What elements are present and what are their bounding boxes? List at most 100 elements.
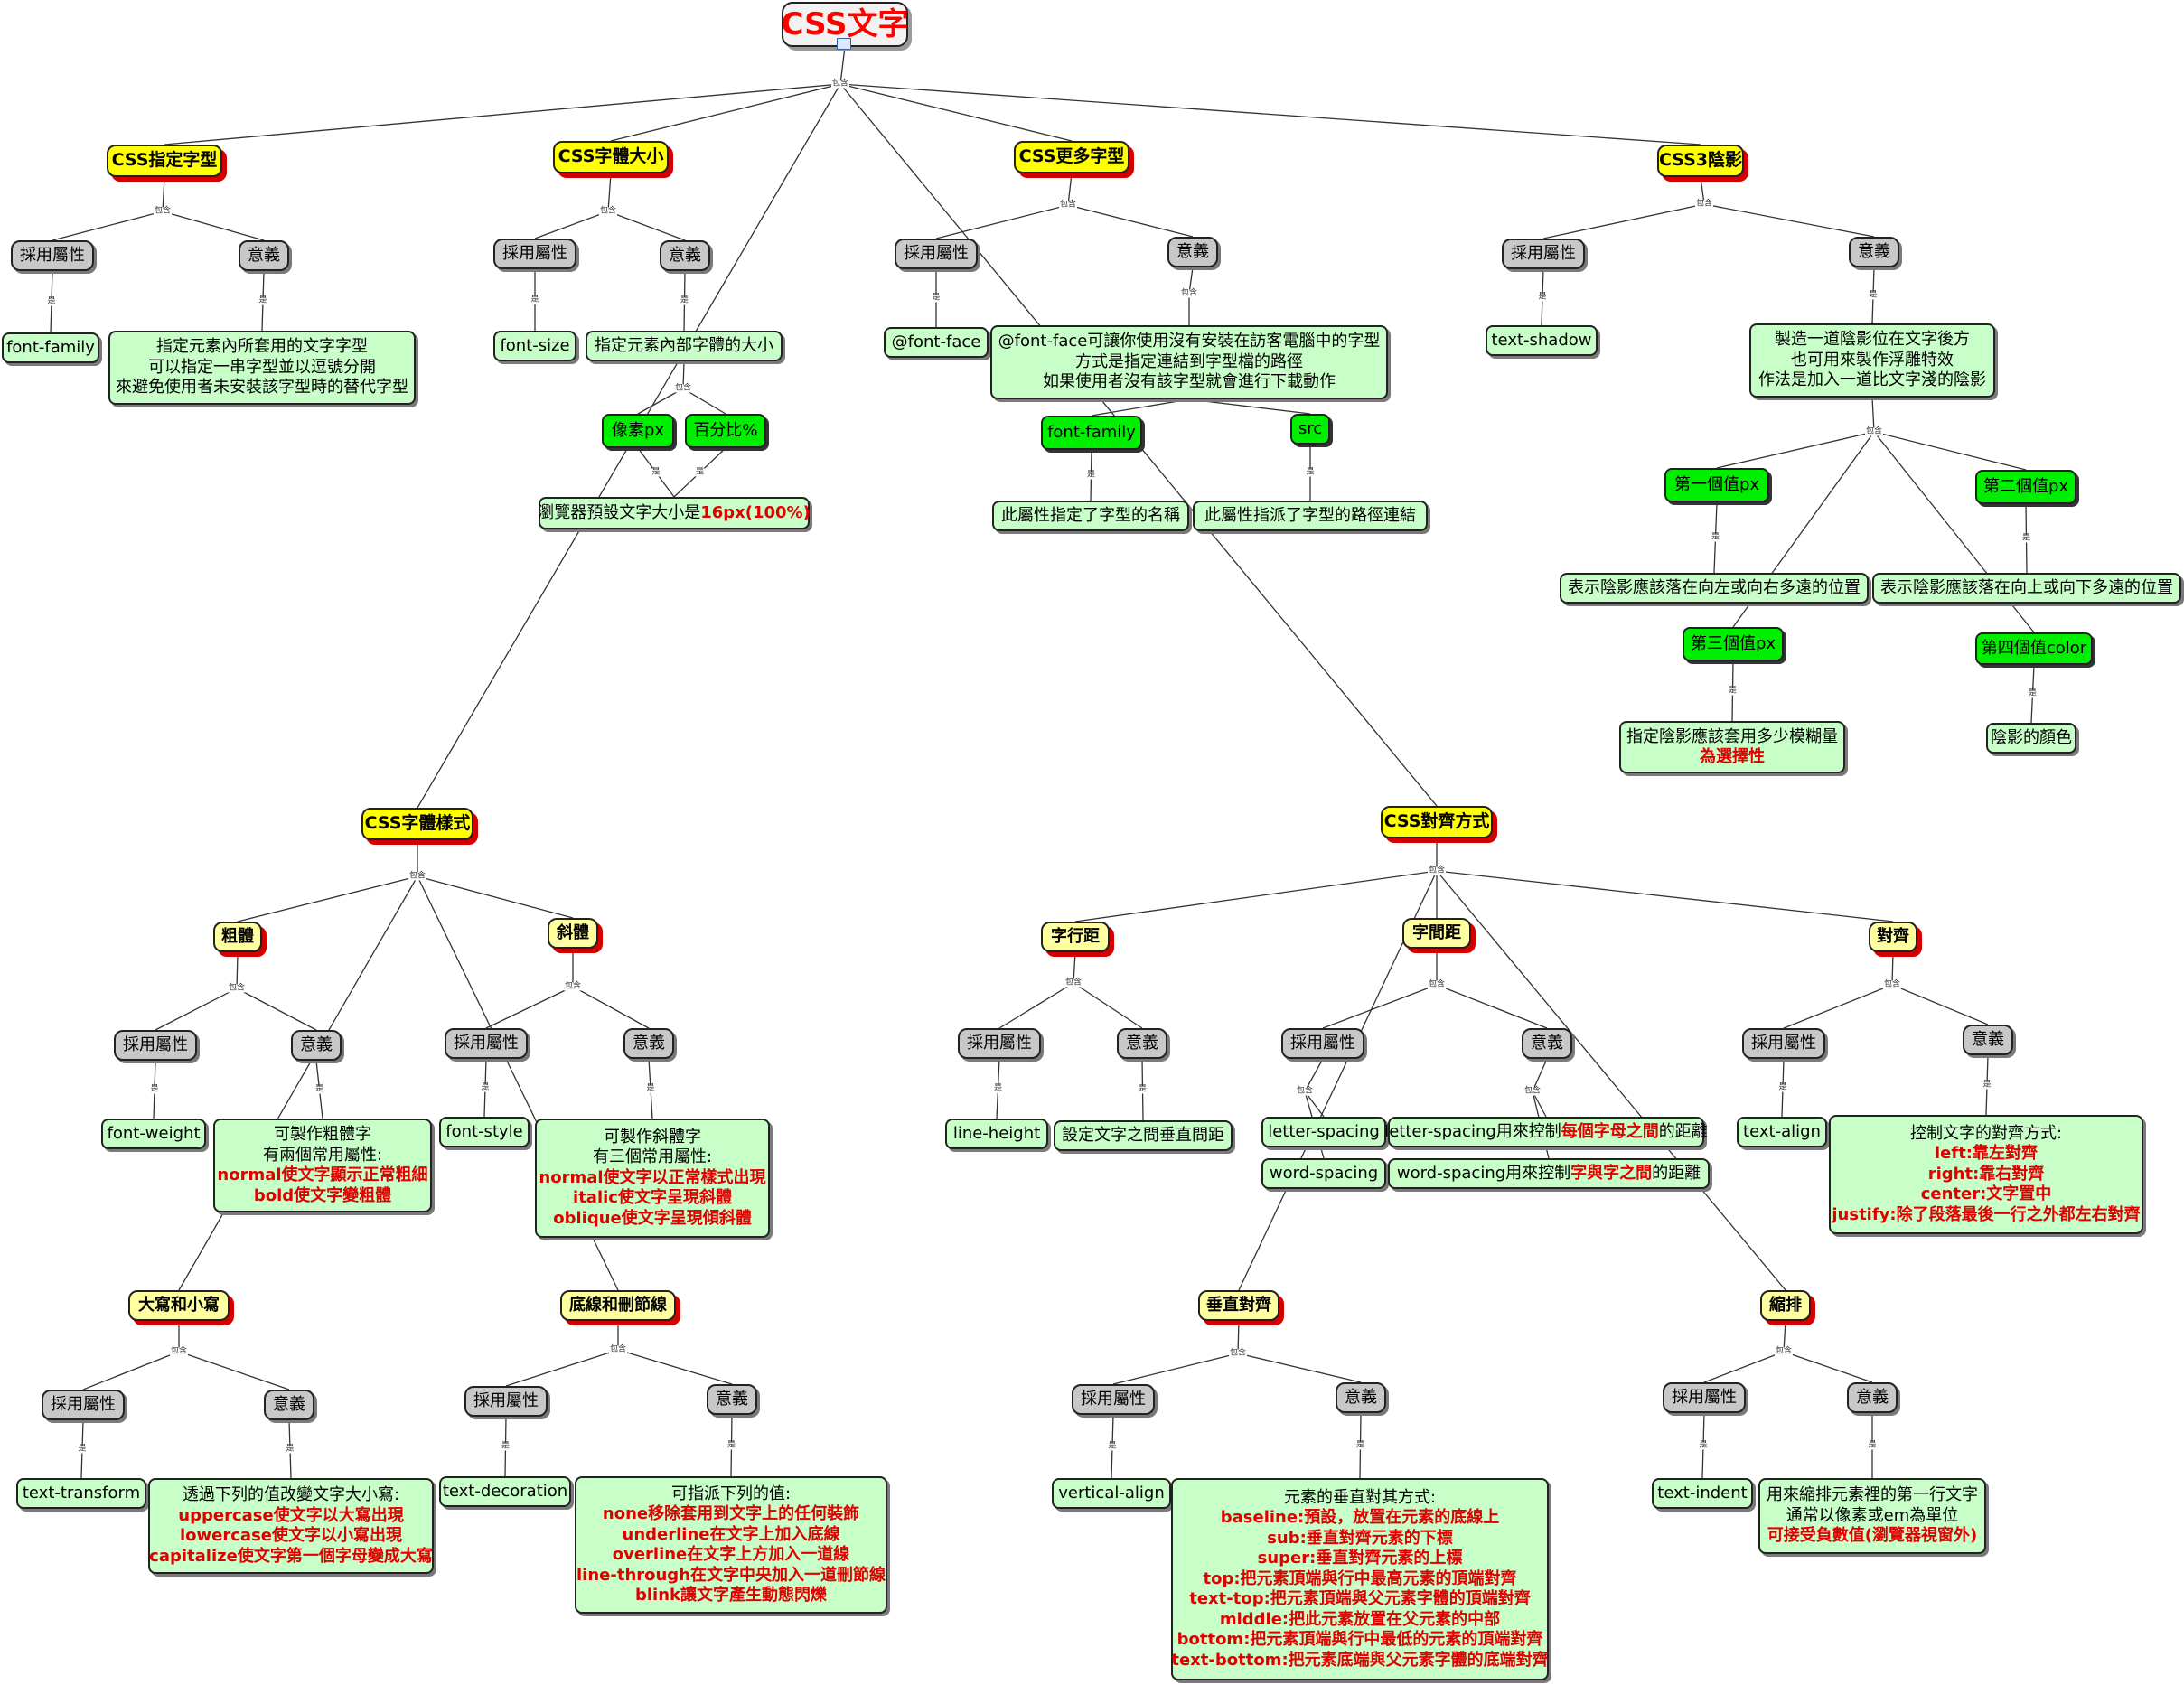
- bold-mean-node[interactable]: 意義: [291, 1030, 342, 1061]
- ff-mean-node[interactable]: 意義: [239, 240, 289, 271]
- va-prop-node[interactable]: vertical-align: [1052, 1478, 1171, 1509]
- case-attr-node[interactable]: 採用屬性: [42, 1390, 125, 1420]
- connector-label: 包含: [153, 206, 173, 216]
- mf-prop-node[interactable]: @font-face: [884, 327, 989, 358]
- va-attr-node[interactable]: 採用屬性: [1072, 1384, 1155, 1415]
- fs-desc-node[interactable]: 指定元素內部字體的大小: [586, 331, 783, 361]
- deco-mean-node[interactable]: 意義: [707, 1384, 757, 1415]
- node-text: 採用屬性: [51, 1394, 116, 1414]
- connector-line: [1783, 1351, 1873, 1383]
- italic-mean-node[interactable]: 意義: [623, 1028, 674, 1059]
- mf-desc-node[interactable]: @font-face可讓你使用沒有安裝在訪客電腦中的字型方式是指定連結到字型檔的…: [990, 325, 1388, 399]
- case-node[interactable]: 大寫和小寫: [128, 1290, 230, 1321]
- ta-mean-node[interactable]: 意義: [1963, 1025, 2013, 1055]
- ls-node[interactable]: 字間距: [1402, 918, 1471, 949]
- more-fonts-topic-node[interactable]: CSS更多字型: [1014, 141, 1129, 173]
- sh-v4-desc-node[interactable]: 陰影的顏色: [1986, 723, 2076, 754]
- italic-prop-node[interactable]: font-style: [439, 1117, 530, 1147]
- lh-attr-node[interactable]: 採用屬性: [958, 1028, 1041, 1059]
- connector-line: [52, 211, 164, 241]
- connector-line: [1532, 1058, 1548, 1092]
- italic-node[interactable]: 斜體: [548, 918, 598, 949]
- align-topic-node[interactable]: CSS對齊方式: [1381, 806, 1493, 838]
- deco-prop-node[interactable]: text-decoration: [439, 1476, 571, 1507]
- deco-attr-node[interactable]: 採用屬性: [464, 1386, 548, 1417]
- mf-attr-node[interactable]: 採用屬性: [895, 239, 978, 269]
- ls-desc1-node[interactable]: letter-spacing用來控制每個字母之間的距離: [1384, 1117, 1708, 1147]
- connector-line: [1304, 1091, 1325, 1118]
- lh-mean-node[interactable]: 意義: [1117, 1028, 1167, 1059]
- connector-line: [1716, 431, 1875, 469]
- sh-v3-desc-node[interactable]: 指定陰影應該套用多少模糊量為選擇性: [1619, 721, 1845, 773]
- connector-line: [178, 1351, 290, 1390]
- connector-line: [164, 83, 841, 145]
- va-mean-node[interactable]: 意義: [1336, 1382, 1386, 1413]
- node-text: 指定元素內部字體的大小: [595, 335, 773, 355]
- font-style-topic-node[interactable]: CSS字體樣式: [361, 808, 473, 840]
- ta-attr-node[interactable]: 採用屬性: [1742, 1028, 1825, 1059]
- ti-prop-node[interactable]: text-indent: [1652, 1478, 1753, 1509]
- sh-prop-node[interactable]: text-shadow: [1486, 325, 1598, 356]
- bold-prop-node[interactable]: font-weight: [101, 1119, 206, 1149]
- sh-attr-node[interactable]: 採用屬性: [1502, 239, 1585, 269]
- ff-attr-node[interactable]: 採用屬性: [11, 240, 94, 271]
- font-size-topic-node[interactable]: CSS字體大小: [553, 141, 669, 173]
- fs-pct-node[interactable]: 百分比%: [685, 414, 766, 448]
- va-node[interactable]: 垂直對齊: [1198, 1290, 1279, 1321]
- sh-mean-node[interactable]: 意義: [1849, 237, 1899, 267]
- connector-label: 包含: [673, 383, 693, 393]
- ti-node[interactable]: 縮排: [1760, 1290, 1811, 1321]
- font-family-topic-node[interactable]: CSS指定字型: [107, 145, 222, 177]
- italic-attr-node[interactable]: 採用屬性: [445, 1028, 528, 1059]
- mf-mean-node[interactable]: 意義: [1167, 237, 1218, 267]
- root-node[interactable]: CSS文字: [781, 2, 909, 47]
- case-mean-node[interactable]: 意義: [264, 1390, 314, 1420]
- sh-v3-node[interactable]: 第三個值px: [1683, 627, 1784, 661]
- lh-prop-node[interactable]: line-height: [945, 1119, 1048, 1149]
- fs-default-node[interactable]: 瀏覽器預設文字大小是16px(100%): [538, 497, 811, 529]
- node-text: 第四個值color: [1981, 638, 2087, 658]
- deco-node[interactable]: 底線和刪節線: [560, 1290, 676, 1321]
- case-prop-node[interactable]: text-transform: [16, 1478, 146, 1509]
- bold-attr-node[interactable]: 採用屬性: [114, 1030, 197, 1061]
- ta-prop-node[interactable]: text-align: [1737, 1117, 1827, 1147]
- mf-family-node[interactable]: font-family: [1041, 416, 1142, 450]
- mf-src-node[interactable]: src: [1290, 414, 1330, 445]
- ls-desc2-node[interactable]: word-spacing用來控制字與字之間的距離: [1388, 1158, 1710, 1189]
- mf-family-desc-node[interactable]: 此屬性指定了字型的名稱: [992, 501, 1189, 531]
- ls-prop1-node[interactable]: letter-spacing: [1261, 1117, 1386, 1147]
- connector-label: 是: [46, 296, 57, 306]
- ti-desc-node[interactable]: 用來縮排元素裡的第一行文字通常以像素或em為單位可接受負數值(瀏覽器視窗外): [1758, 1478, 1986, 1554]
- ti-mean-node[interactable]: 意義: [1847, 1382, 1898, 1413]
- ti-attr-node[interactable]: 採用屬性: [1663, 1382, 1746, 1413]
- sh-v2-desc-node[interactable]: 表示陰影應該落在向上或向下多遠的位置: [1872, 573, 2181, 604]
- ls-prop2-node[interactable]: word-spacing: [1261, 1158, 1386, 1189]
- lh-node[interactable]: 字行距: [1041, 922, 1110, 952]
- ls-attr-node[interactable]: 採用屬性: [1281, 1028, 1364, 1059]
- connector-label: 是: [1354, 1440, 1366, 1450]
- fs-px-node[interactable]: 像素px: [602, 414, 674, 448]
- ff-prop-node[interactable]: font-family: [2, 332, 99, 363]
- sh-v4-node[interactable]: 第四個值color: [1975, 632, 2093, 665]
- fs-attr-node[interactable]: 採用屬性: [493, 239, 576, 269]
- ff-desc-node[interactable]: 指定元素內所套用的文字字型可以指定一串字型並以逗號分開來避免使用者未安裝該字型時…: [108, 331, 416, 405]
- ta-node[interactable]: 對齊: [1869, 922, 1917, 952]
- fs-prop-node[interactable]: font-size: [493, 331, 576, 361]
- node-text: 元素的垂直對其方式:: [1283, 1487, 1437, 1507]
- sh-desc-node[interactable]: 製造一道陰影位在文字後方也可用來製作浮雕特效作法是加入一道比文字淺的陰影: [1749, 323, 1995, 398]
- sh-v1-node[interactable]: 第一個值px: [1664, 468, 1769, 502]
- sh-v1-desc-node[interactable]: 表示陰影應該落在向左或向右多遠的位置: [1560, 573, 1869, 604]
- ls-mean-node[interactable]: 意義: [1522, 1028, 1572, 1059]
- shadow-topic-node[interactable]: CSS3陰影: [1657, 145, 1744, 177]
- fs-mean-node[interactable]: 意義: [660, 240, 710, 271]
- sh-v2-node[interactable]: 第二個值px: [1975, 470, 2076, 504]
- mf-src-desc-node[interactable]: 此屬性指派了字型的路徑連結: [1193, 501, 1428, 531]
- lh-desc-node[interactable]: 設定文字之間垂直間距: [1054, 1120, 1233, 1151]
- bold-node[interactable]: 粗體: [213, 922, 262, 952]
